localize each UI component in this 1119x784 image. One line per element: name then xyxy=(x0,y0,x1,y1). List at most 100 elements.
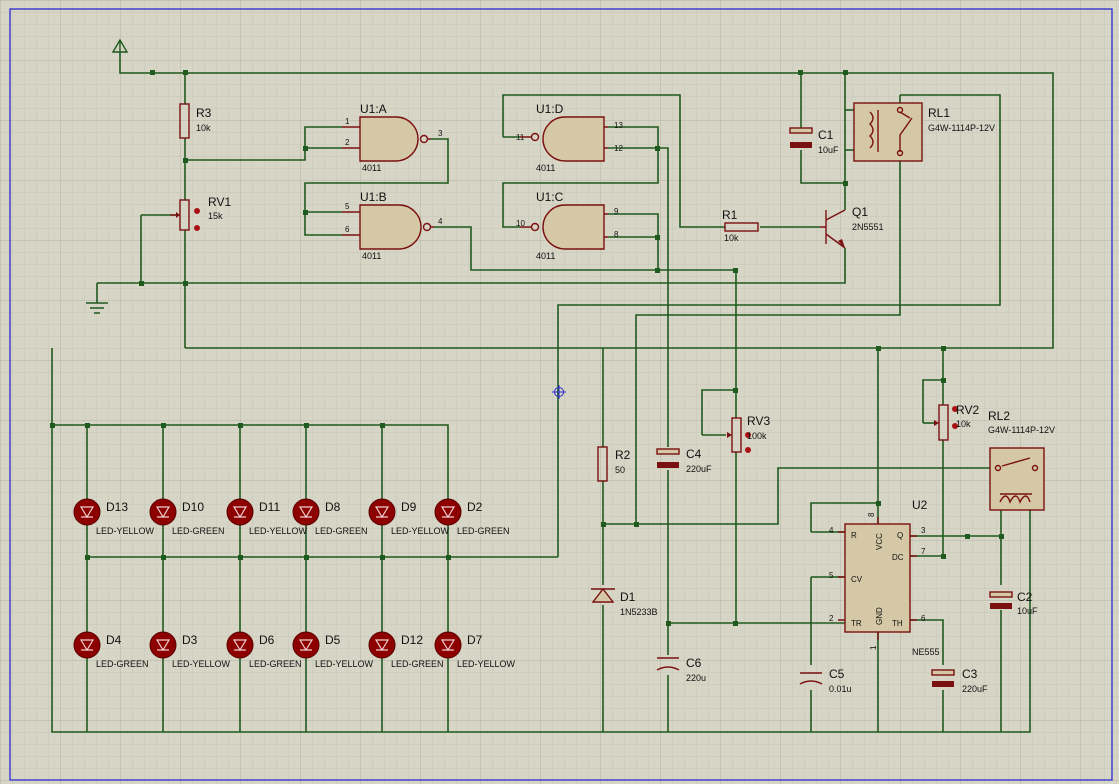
relay-rl2[interactable]: RL2 G4W-1114P-12V xyxy=(988,409,1055,511)
nand-gate-u1d[interactable]: 11 12 13 U1:D 4011 xyxy=(516,102,623,173)
nand-gate-u1c[interactable]: 10 8 9 U1:C 4011 xyxy=(516,190,619,261)
r2-ref: R2 xyxy=(615,448,631,462)
led-ref: D12 xyxy=(401,633,423,647)
led-ref: D6 xyxy=(259,633,275,647)
led-ref: D11 xyxy=(259,500,280,514)
capacitor-c3[interactable]: C3 220uF xyxy=(931,667,988,694)
u2-pin-dc: DC xyxy=(892,553,904,562)
led-value: LED-YELLOW xyxy=(457,659,516,669)
c4-value: 220uF xyxy=(686,464,712,474)
nand-gate-u1a[interactable]: 1 2 3 U1:A 4011 xyxy=(342,102,443,173)
led-value: LED-GREEN xyxy=(457,526,510,536)
c4-ref: C4 xyxy=(686,447,702,461)
diode-symbol-icon xyxy=(79,506,95,519)
led-ref: D2 xyxy=(467,500,483,514)
sheet-border xyxy=(9,8,1113,781)
relay-rl1[interactable]: RL1 G4W-1114P-12V xyxy=(853,102,995,162)
potentiometer-rv1[interactable]: RV1 15k xyxy=(170,195,231,231)
u1a-ref: U1:A xyxy=(360,102,387,116)
resistor-r1[interactable]: R1 10k xyxy=(722,208,759,243)
u2-pin-gnd: GND xyxy=(875,607,884,625)
u1c-ref: U1:C xyxy=(536,190,564,204)
u1b-pin6: 6 xyxy=(345,225,350,234)
c5-value: 0.01u xyxy=(829,684,852,694)
u2-num-5: 5 xyxy=(829,571,834,580)
led-body xyxy=(73,631,101,659)
u1a-pin2: 2 xyxy=(345,138,350,147)
r1-ref: R1 xyxy=(722,208,738,222)
zener-diode-d1[interactable]: D1 1N5233B xyxy=(591,587,658,617)
u1b-ref: U1:B xyxy=(360,190,387,204)
capacitor-c1[interactable]: C1 10uF xyxy=(789,127,839,155)
transistor-q1[interactable]: Q1 2N5551 xyxy=(820,205,884,249)
u2-num-4: 4 xyxy=(829,526,834,535)
led-ref: D13 xyxy=(106,500,128,514)
capacitor-c6[interactable]: C6 220u xyxy=(656,656,706,683)
junction-dots xyxy=(50,70,1004,626)
u2-pin-vcc: VCC xyxy=(875,533,884,550)
u1d-value: 4011 xyxy=(536,163,555,173)
u1c-pin8: 8 xyxy=(614,230,619,239)
capacitor-c2[interactable]: C2 10uF xyxy=(989,590,1038,616)
led-value: LED-GREEN xyxy=(172,526,225,536)
diode-symbol-icon xyxy=(232,506,248,519)
led-body xyxy=(368,631,396,659)
led-value: LED-GREEN xyxy=(391,659,444,669)
timer-ic-u2[interactable]: R CV TR Q DC TH VCC GND 4 5 2 3 7 6 8 1 … xyxy=(829,498,940,657)
q1-value: 2N5551 xyxy=(852,222,884,232)
capacitor-c5[interactable]: C5 0.01u xyxy=(799,667,852,694)
u1b-value: 4011 xyxy=(362,251,381,261)
led-ref: D4 xyxy=(106,633,122,647)
led-body xyxy=(149,631,177,659)
u2-pin-q: Q xyxy=(897,531,903,540)
r3-value: 10k xyxy=(196,123,211,133)
r1-value: 10k xyxy=(724,233,739,243)
ground-terminal-icon xyxy=(86,302,108,314)
c5-ref: C5 xyxy=(829,667,845,681)
potentiometer-rv2[interactable]: RV2 10k xyxy=(934,403,979,441)
q1-ref: Q1 xyxy=(852,205,868,219)
led-value: LED-YELLOW xyxy=(315,659,374,669)
capacitor-c4[interactable]: C4 220uF xyxy=(656,447,712,474)
u2-num-3: 3 xyxy=(921,526,926,535)
diode-symbol-icon xyxy=(232,639,248,652)
led-array: D13LED-YELLOWD10LED-GREEND11LED-YELLOWD8… xyxy=(73,498,516,669)
resistor-r2[interactable]: R2 50 xyxy=(597,446,631,482)
u2-num-8: 8 xyxy=(867,512,876,517)
led-value: LED-GREEN xyxy=(249,659,302,669)
led-body xyxy=(226,498,254,526)
u2-num-2: 2 xyxy=(829,614,834,623)
diode-symbol-icon xyxy=(440,506,456,519)
potentiometer-rv3[interactable]: RV3 100k xyxy=(727,414,770,453)
led-value: LED-YELLOW xyxy=(391,526,450,536)
u1a-pin1: 1 xyxy=(345,117,350,126)
c6-value: 220u xyxy=(686,673,706,683)
u1d-pin12: 12 xyxy=(614,144,623,153)
nand-gate-u1b[interactable]: 5 6 4 U1:B 4011 xyxy=(342,190,443,261)
led-body xyxy=(368,498,396,526)
resistor-r3[interactable]: R3 10k xyxy=(179,103,212,139)
d1-ref: D1 xyxy=(620,590,636,604)
led-value: LED-GREEN xyxy=(96,659,149,669)
c3-value: 220uF xyxy=(962,684,988,694)
led-value: LED-YELLOW xyxy=(96,526,155,536)
d1-value: 1N5233B xyxy=(620,607,658,617)
c3-ref: C3 xyxy=(962,667,978,681)
u1a-pin3: 3 xyxy=(438,129,443,138)
power-terminal-icon xyxy=(111,38,129,53)
diode-symbol-icon xyxy=(155,639,171,652)
r3-ref: R3 xyxy=(196,106,212,120)
